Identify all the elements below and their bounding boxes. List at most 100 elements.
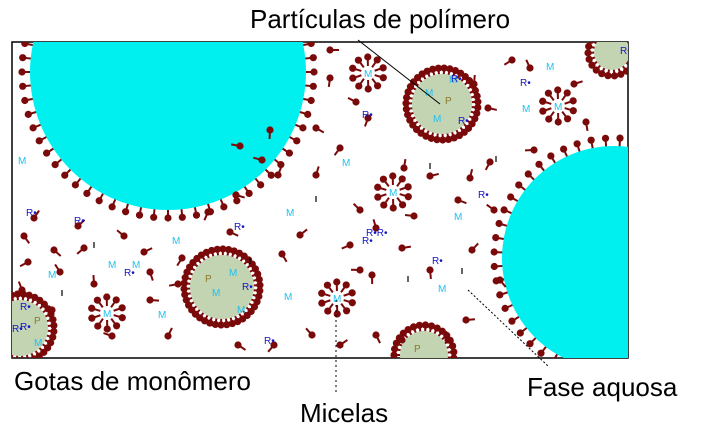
- droplet-surfactant-head: [30, 13, 37, 20]
- micelle-surfactant-head: [539, 98, 546, 105]
- free-surfactant-head: [178, 254, 185, 261]
- radical-symbol: R•: [520, 78, 531, 89]
- radical-symbol: R•: [74, 216, 85, 227]
- droplet-surfactant-head: [537, 350, 544, 357]
- micelle-surfactant-head: [554, 86, 561, 93]
- micelle-surfactant-head: [113, 296, 120, 303]
- free-surfactant-head: [90, 280, 97, 287]
- radical-symbol: R•: [20, 302, 31, 313]
- droplet-surfactant-head: [491, 263, 498, 270]
- particle-surfactant-head: [400, 373, 407, 380]
- droplet-surfactant-head: [547, 152, 554, 159]
- monomer-symbol: M: [48, 270, 56, 281]
- particle-surfactant-tail: [600, 31, 604, 39]
- droplet-surfactant-head: [30, 124, 37, 131]
- micelle-surfactant-head: [399, 201, 406, 208]
- micelle-surfactant-head: [94, 322, 101, 329]
- radical-symbol: R•: [458, 116, 469, 127]
- monomer-symbol: M: [229, 268, 237, 279]
- droplet-surfactant-head: [517, 329, 524, 336]
- droplet-surfactant-head: [496, 291, 503, 298]
- free-surfactant-head: [336, 341, 343, 348]
- free-surfactant-head: [312, 124, 319, 131]
- radical-symbol: R•: [478, 190, 489, 201]
- free-surfactant-head: [146, 268, 153, 275]
- droplet-surfactant-head: [25, 111, 32, 118]
- droplet-surfactant-head: [310, 83, 317, 90]
- micelle-surfactant-head: [103, 293, 110, 300]
- micelle-surfactant-head: [355, 57, 362, 64]
- droplet-surfactant-head: [602, 135, 609, 142]
- free-surfactant-head: [356, 266, 363, 273]
- free-surfactant-head: [484, 104, 491, 111]
- particle-surfactant-head: [256, 282, 263, 289]
- droplet-surfactant-tail: [693, 336, 699, 342]
- droplet-surfactant-head: [299, 124, 306, 131]
- micelle-surfactant-head: [555, 118, 562, 125]
- particle-surfactant-tail: [437, 372, 443, 379]
- particle-surfactant-head: [626, 33, 633, 40]
- free-surfactant-head: [444, 336, 451, 343]
- radical-symbol: R•: [264, 336, 275, 347]
- free-surfactant-head: [400, 164, 407, 171]
- droplet-surfactant-head: [304, 111, 311, 118]
- free-surfactant-head: [204, 208, 211, 215]
- micelle-surfactant-head: [539, 108, 546, 115]
- free-surfactant-head: [24, 258, 31, 265]
- droplet-surfactant-tail: [661, 359, 665, 367]
- particle-surfactant-tail: [0, 348, 5, 355]
- micelle-surfactant-head: [399, 175, 406, 182]
- droplet-surfactant-tail: [33, 16, 41, 19]
- polymer-symbol: P: [34, 316, 41, 327]
- micelle-monomer-symbol: M: [103, 309, 111, 320]
- micelle-surfactant-head: [374, 194, 381, 201]
- particle-surfactant-head: [447, 366, 454, 373]
- micelle-surfactant-head: [390, 204, 397, 211]
- radical-symbol: R•: [362, 110, 373, 121]
- droplet-surfactant-head: [25, 26, 32, 33]
- monomer-symbol: M: [342, 158, 350, 169]
- particle-surfactant-tail: [429, 375, 431, 384]
- micelle-surfactant-head: [343, 281, 350, 288]
- free-surfactant-head: [368, 271, 375, 278]
- free-surfactant-head: [508, 56, 515, 63]
- particle-surfactant-tail: [6, 297, 10, 305]
- micelle-surfactant-head: [380, 64, 387, 71]
- particle-surfactant-tail: [617, 29, 620, 38]
- droplet-surfactant-head: [515, 181, 522, 188]
- micelle-surfactant-head: [88, 315, 95, 322]
- micelle-surfactant-head: [349, 75, 356, 82]
- particle-surfactant-head: [630, 38, 637, 45]
- free-surfactant-head: [108, 332, 115, 339]
- free-surfactant-head: [466, 174, 473, 181]
- micelle-surfactant-head: [334, 310, 341, 317]
- droplet-surfactant-head: [616, 135, 623, 142]
- droplet-surfactant-head: [683, 159, 690, 166]
- droplet-surfactant-head: [150, 214, 157, 221]
- micelle-surfactant-head: [119, 314, 126, 321]
- micelle-monomer-symbol: M: [389, 188, 397, 199]
- particle-surfactant-head: [416, 381, 423, 388]
- particle-surfactant-head: [449, 342, 456, 349]
- free-surfactant-head: [496, 276, 503, 283]
- particle-surfactant-head: [591, 31, 598, 38]
- free-surfactant-head: [398, 336, 405, 343]
- particle-surfactant-head: [2, 293, 9, 300]
- particle-surfactant-tail: [5, 351, 9, 359]
- micelle-surfactant-head: [318, 300, 325, 307]
- free-surfactant-head: [398, 244, 405, 251]
- monomer-symbol: M: [454, 212, 462, 223]
- droplet-surfactant-head: [704, 179, 710, 186]
- micelle-surfactant-head: [545, 115, 552, 122]
- droplet-surfactant-head: [83, 190, 90, 197]
- radical-symbol: R•: [234, 222, 245, 233]
- droplet-surfactant-head: [671, 151, 678, 158]
- particle-surfactant-head: [0, 296, 4, 303]
- free-surfactant-head: [356, 206, 363, 213]
- radical-symbol: R•: [451, 74, 462, 85]
- particle-surfactant-tail: [414, 375, 417, 383]
- droplet-surfactant-head: [525, 170, 532, 177]
- particle-surfactant-tail: [1, 300, 6, 307]
- particle-surfactant-tail: [396, 363, 404, 367]
- droplet-surfactant-head: [19, 54, 26, 61]
